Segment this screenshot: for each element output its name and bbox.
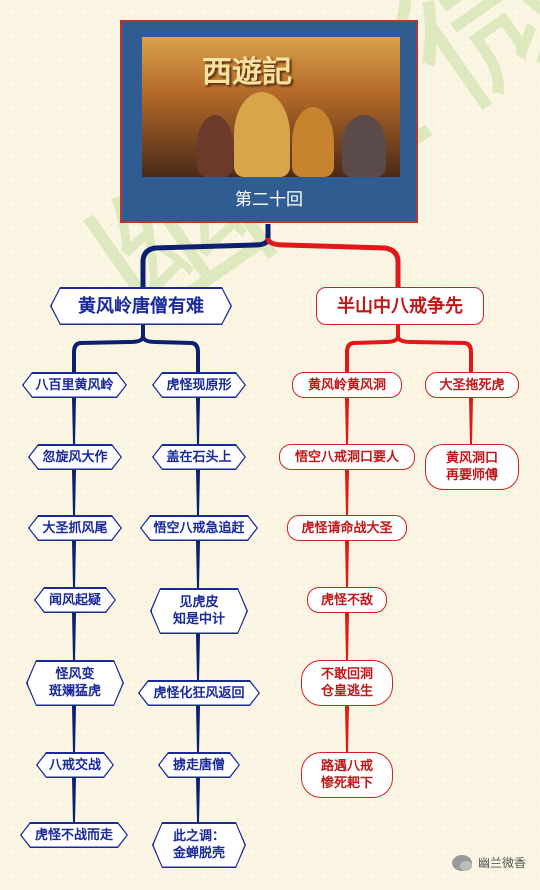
node-label: 不敢回洞 仓皇逃生 [320, 667, 373, 699]
node-right-4: 不敢回洞 仓皇逃生 [301, 660, 393, 706]
node-left-3: 闻风起疑 [34, 587, 116, 613]
pigsy-figure [197, 115, 233, 177]
node-label: 八戒交战 [38, 754, 113, 777]
node-label: 怪风变 斑斓猛虎 [28, 662, 123, 705]
node-label: 黄风岭黄风洞 [307, 377, 386, 393]
node-right-5: 路遇八戒 惨死耙下 [301, 752, 393, 798]
node-mid-6: 此之调： 金蝉脱壳 [152, 822, 246, 868]
monk-figure [234, 92, 290, 177]
node-far-right-0: 大圣拖死虎 [425, 372, 519, 398]
journey-west-poster: 西遊記 [142, 37, 400, 177]
monkey-figure [292, 107, 334, 177]
chapter-title-box: 西遊記 第二十回 [120, 20, 418, 223]
account-name: 幽兰微香 [478, 856, 527, 870]
node-label: 路遇八戒 惨死耙下 [320, 759, 373, 791]
wechat-icon [452, 854, 472, 871]
node-label: 黄风洞口 再要师傅 [445, 451, 498, 483]
node-label: 大圣抓风尾 [30, 517, 121, 540]
node-left-6: 虎怪不战而走 [20, 822, 128, 848]
node-mid-5: 掳走唐僧 [158, 752, 240, 778]
node-left-4: 怪风变 斑斓猛虎 [26, 660, 124, 706]
node-left-2: 大圣抓风尾 [28, 515, 122, 541]
node-label: 忽旋风大作 [30, 446, 121, 469]
node-label: 虎怪不敌 [320, 592, 373, 608]
node-label: 悟空八戒急追赶 [142, 517, 257, 540]
node-right-2: 虎怪请命战大圣 [287, 515, 407, 541]
node-label: 大圣拖死虎 [439, 377, 505, 393]
node-label: 虎怪不战而走 [22, 824, 127, 847]
node-right-1: 悟空八戒洞口要人 [279, 444, 415, 470]
node-label: 此之调： 金蝉脱壳 [154, 824, 245, 867]
node-label: 虎怪请命战大圣 [301, 520, 393, 536]
wechat-account-badge: 幽兰微香 [452, 854, 526, 871]
node-left-5: 八戒交战 [36, 752, 114, 778]
sandy-figure [342, 115, 386, 177]
chapter-label: 第二十回 [235, 190, 303, 210]
node-label: 八百里黄风岭 [24, 374, 126, 397]
node-left-1: 忽旋风大作 [28, 444, 122, 470]
node-left-0: 八百里黄风岭 [22, 372, 127, 398]
poster-logo: 西遊記 [202, 55, 292, 90]
branch-left-label: 黄风岭唐僧有难 [52, 289, 231, 324]
node-right-3: 虎怪不敌 [307, 587, 387, 613]
node-mid-2: 悟空八戒急追赶 [140, 515, 258, 541]
node-label: 虎怪现原形 [154, 374, 245, 397]
branch-right-label: 半山中八戒争先 [337, 295, 463, 317]
node-right-0: 黄风岭黄风洞 [292, 372, 402, 398]
node-label: 悟空八戒洞口要人 [294, 449, 399, 465]
node-label: 掳走唐僧 [160, 754, 239, 777]
branch-left-head: 黄风岭唐僧有难 [50, 287, 232, 325]
node-label: 虎怪化狂风返回 [140, 682, 259, 705]
branch-right-head: 半山中八戒争先 [316, 287, 484, 325]
node-label: 盖在石头上 [154, 446, 245, 469]
node-label: 见虎皮 知是中计 [152, 590, 247, 633]
node-far-right-1: 黄风洞口 再要师傅 [425, 444, 519, 490]
node-mid-0: 虎怪现原形 [152, 372, 246, 398]
node-mid-4: 虎怪化狂风返回 [138, 680, 260, 706]
node-mid-1: 盖在石头上 [152, 444, 246, 470]
node-mid-3: 见虎皮 知是中计 [150, 588, 248, 634]
node-label: 闻风起疑 [36, 589, 115, 612]
